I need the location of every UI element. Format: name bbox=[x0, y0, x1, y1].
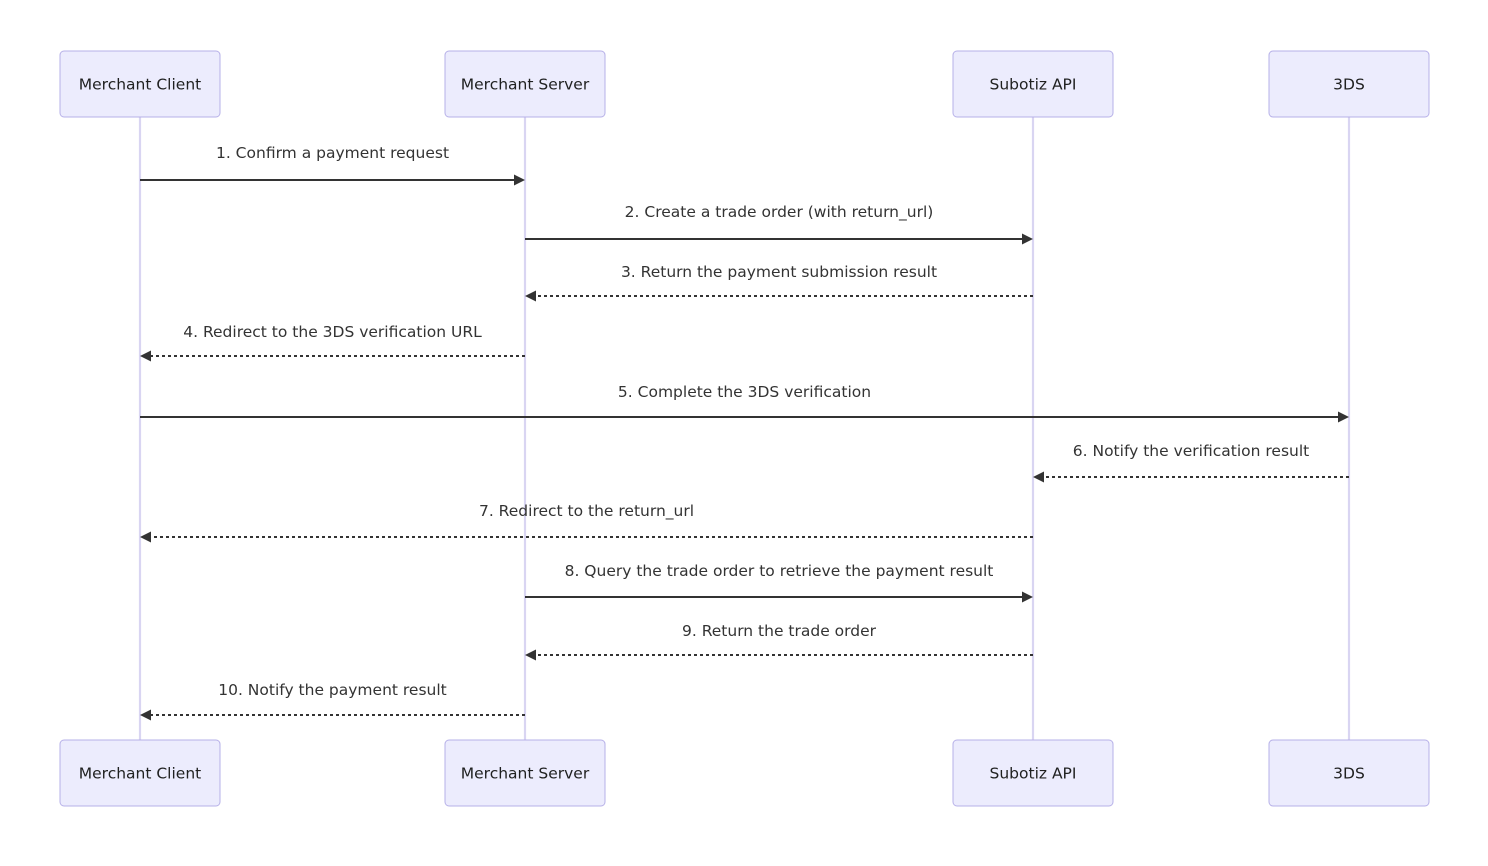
participants-bottom-layer: Merchant Client Merchant Server Subotiz AP… bbox=[59, 739, 1430, 807]
participant-merchant-client-top[interactable]: Merchant Client bbox=[59, 50, 221, 118]
message-arrowhead-1 bbox=[514, 174, 525, 186]
message-label-4: 4. Redirect to the 3DS verification URL bbox=[183, 323, 482, 341]
participant-merchant-server-top[interactable]: Merchant Server bbox=[444, 50, 606, 118]
message-arrowhead-4 bbox=[140, 350, 151, 362]
participant-box-merchant-server-top[interactable] bbox=[444, 50, 606, 118]
message-7[interactable]: 7. Redirect to the return_url bbox=[140, 502, 1033, 543]
message-arrowhead-6 bbox=[1033, 471, 1044, 483]
participant-merchant-client-bottom[interactable]: Merchant Client bbox=[59, 739, 221, 807]
participant-box-3ds-bottom[interactable] bbox=[1268, 739, 1430, 807]
participant-3ds-top[interactable]: 3DS bbox=[1268, 50, 1430, 118]
participant-label-merchant-server-top: Merchant Server bbox=[461, 76, 590, 94]
participant-label-3ds-bottom: 3DS bbox=[1333, 765, 1365, 783]
participant-3ds-bottom[interactable]: 3DS bbox=[1268, 739, 1430, 807]
message-arrowhead-8 bbox=[1022, 591, 1033, 603]
participant-label-merchant-client-top: Merchant Client bbox=[79, 76, 202, 94]
message-8[interactable]: 8. Query the trade order to retrieve the… bbox=[525, 562, 1033, 603]
messages-layer: 1. Confirm a payment request 2. Create a … bbox=[140, 144, 1349, 721]
participant-box-subotiz-api-bottom[interactable] bbox=[952, 739, 1114, 807]
message-arrowhead-9 bbox=[525, 649, 536, 661]
participant-label-merchant-client-bottom: Merchant Client bbox=[79, 765, 202, 783]
message-label-8: 8. Query the trade order to retrieve the… bbox=[565, 562, 994, 580]
participants-top-layer: Merchant Client Merchant Server Subotiz AP… bbox=[59, 50, 1430, 118]
message-arrowhead-5 bbox=[1338, 411, 1349, 423]
message-arrowhead-3 bbox=[525, 290, 536, 302]
message-10[interactable]: 10. Notify the payment result bbox=[140, 681, 525, 721]
participant-box-merchant-client-bottom[interactable] bbox=[59, 739, 221, 807]
participant-label-merchant-server-bottom: Merchant Server bbox=[461, 765, 590, 783]
message-label-7: 7. Redirect to the return_url bbox=[479, 502, 694, 521]
message-label-5: 5. Complete the 3DS verification bbox=[618, 383, 871, 401]
message-9[interactable]: 9. Return the trade order bbox=[525, 622, 1033, 661]
participant-box-3ds-top[interactable] bbox=[1268, 50, 1430, 118]
message-5[interactable]: 5. Complete the 3DS verification bbox=[140, 383, 1349, 423]
message-label-10: 10. Notify the payment result bbox=[218, 681, 447, 699]
participant-box-subotiz-api-top[interactable] bbox=[952, 50, 1114, 118]
message-arrowhead-7 bbox=[140, 531, 151, 543]
participant-label-3ds-top: 3DS bbox=[1333, 76, 1365, 94]
participant-box-merchant-client-top[interactable] bbox=[59, 50, 221, 118]
message-label-3: 3. Return the payment submission result bbox=[621, 263, 937, 281]
message-3[interactable]: 3. Return the payment submission result bbox=[525, 263, 1033, 302]
message-arrowhead-10 bbox=[140, 709, 151, 721]
participant-merchant-server-bottom[interactable]: Merchant Server bbox=[444, 739, 606, 807]
participant-label-subotiz-api-top: Subotiz API bbox=[990, 76, 1077, 94]
lifelines-layer bbox=[138, 117, 1351, 806]
message-1[interactable]: 1. Confirm a payment request bbox=[140, 144, 525, 186]
message-arrowhead-2 bbox=[1022, 233, 1033, 245]
message-label-2: 2. Create a trade order (with return_url… bbox=[625, 203, 934, 222]
participant-subotiz-api-top[interactable]: Subotiz API bbox=[952, 50, 1114, 118]
participant-label-subotiz-api-bottom: Subotiz API bbox=[990, 765, 1077, 783]
participant-subotiz-api-bottom[interactable]: Subotiz API bbox=[952, 739, 1114, 807]
message-label-9: 9. Return the trade order bbox=[682, 622, 877, 640]
message-6[interactable]: 6. Notify the verification result bbox=[1033, 442, 1349, 483]
message-label-6: 6. Notify the verification result bbox=[1073, 442, 1309, 460]
message-4[interactable]: 4. Redirect to the 3DS verification URL bbox=[140, 323, 525, 362]
participant-box-merchant-server-bottom[interactable] bbox=[444, 739, 606, 807]
message-2[interactable]: 2. Create a trade order (with return_url… bbox=[525, 203, 1033, 245]
message-label-1: 1. Confirm a payment request bbox=[216, 144, 449, 162]
